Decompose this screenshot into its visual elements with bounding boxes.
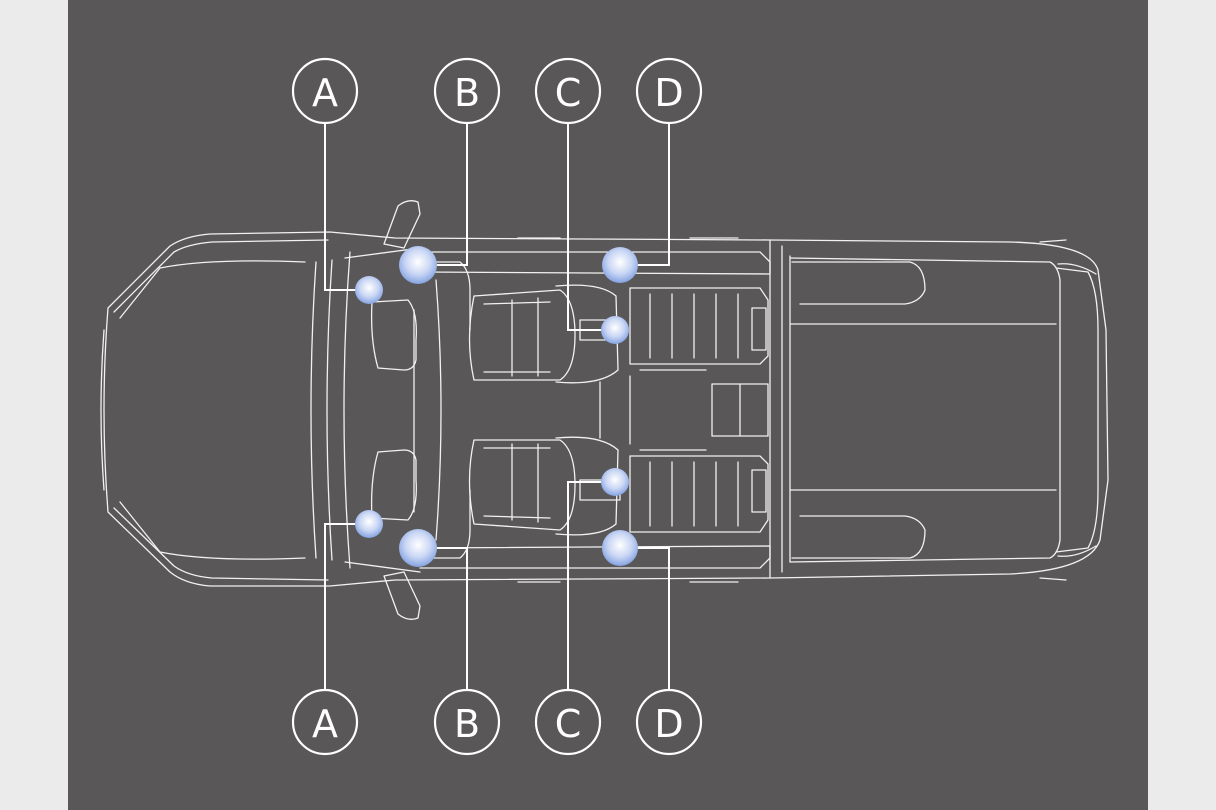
leader-line-b-bottom <box>434 547 468 690</box>
speaker-marker-d-bottom <box>602 530 638 566</box>
callout-b-bottom: B <box>433 688 501 756</box>
callout-a-bottom: A <box>291 688 359 756</box>
callout-label-d-bottom: D <box>654 702 683 746</box>
leader-line-a-top <box>324 123 356 291</box>
callouts-top: A B C D <box>291 57 703 125</box>
callout-label-b-bottom: B <box>454 702 480 746</box>
vehicle-outline <box>100 200 1109 620</box>
leader-line-c-bottom <box>567 481 602 690</box>
speaker-marker-b-bottom <box>399 529 437 567</box>
callout-label-b-top: B <box>454 71 480 115</box>
speaker-marker-c-bottom <box>601 468 629 496</box>
callout-a-top: A <box>291 57 359 125</box>
callout-c-bottom: C <box>534 688 602 756</box>
callouts-bottom: A B C D <box>291 688 703 756</box>
callout-label-c-top: C <box>555 71 582 115</box>
callout-label-c-bottom: C <box>555 702 582 746</box>
speaker-marker-d-top <box>602 247 638 283</box>
diagram-background <box>68 0 1148 810</box>
speaker-markers <box>355 246 638 567</box>
callout-c-top: C <box>534 57 602 125</box>
callout-d-top: D <box>635 57 703 125</box>
leader-line-d-top <box>636 123 670 266</box>
leader-line-c-top <box>567 123 602 331</box>
callout-b-top: B <box>433 57 501 125</box>
speaker-marker-c-top <box>601 316 629 344</box>
speaker-marker-a-bottom <box>355 510 383 538</box>
callout-label-d-top: D <box>654 71 683 115</box>
callout-label-a-bottom: A <box>312 702 338 746</box>
leader-line-d-bottom <box>636 547 670 690</box>
leader-lines <box>324 123 670 690</box>
callout-label-a-top: A <box>312 71 338 115</box>
callout-d-bottom: D <box>635 688 703 756</box>
leader-line-a-bottom <box>324 523 356 690</box>
speaker-marker-b-top <box>399 246 437 284</box>
leader-line-b-top <box>434 123 468 266</box>
speaker-marker-a-top <box>355 276 383 304</box>
